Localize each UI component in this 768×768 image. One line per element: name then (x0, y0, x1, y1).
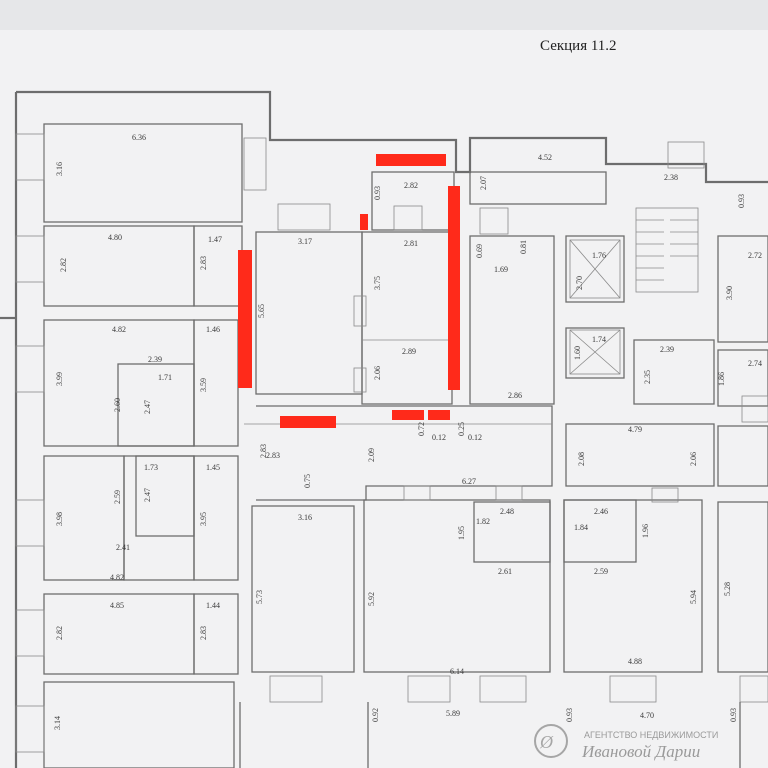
dimension-label: 2.06 (373, 366, 382, 380)
dimension-label: 5.92 (367, 592, 376, 606)
dimension-label: 0.93 (737, 194, 746, 208)
dimension-label: 0.69 (475, 244, 484, 258)
dimension-label: 2.74 (748, 359, 762, 368)
dimension-label: 5.65 (257, 304, 266, 318)
dimension-label: 3.16 (55, 162, 64, 176)
dimension-label: 4.88 (628, 657, 642, 666)
dimension-label: 1.96 (641, 524, 650, 538)
dimension-label: 1.69 (494, 265, 508, 274)
dimension-label: 2.82 (59, 258, 68, 272)
dimension-label: 4.52 (538, 153, 552, 162)
dimension-label: 3.90 (725, 286, 734, 300)
dimension-label: 2.38 (664, 173, 678, 182)
dimension-label: 2.72 (748, 251, 762, 260)
dimension-label: 1.73 (144, 463, 158, 472)
dimension-label: 0.12 (468, 433, 482, 442)
dimension-label: 2.60 (113, 398, 122, 412)
dimension-label: 4.80 (108, 233, 122, 242)
dimension-label: 3.98 (55, 512, 64, 526)
dimension-label: 4.70 (640, 711, 654, 720)
dimension-label: 2.06 (689, 452, 698, 466)
dimension-label: 2.83 (266, 451, 280, 460)
dimension-label: 2.47 (143, 400, 152, 414)
dimension-label: 2.86 (508, 391, 522, 400)
dimension-label: 0.93 (729, 708, 738, 722)
dimension-label: 2.83 (259, 444, 268, 458)
dimension-label: 2.83 (199, 256, 208, 270)
dimension-label: 5.89 (446, 709, 460, 718)
dimension-label: 3.75 (373, 276, 382, 290)
agency-name-line2: Ивановой Дарии (581, 742, 700, 761)
dimension-label: 2.41 (116, 543, 130, 552)
dimension-label: 2.89 (402, 347, 416, 356)
dimension-label: 1.45 (206, 463, 220, 472)
dimension-label: 2.08 (577, 452, 586, 466)
dimension-label: 4.85 (110, 601, 124, 610)
dimension-label: 2.46 (594, 507, 608, 516)
dimension-label: 1.60 (573, 346, 582, 360)
dimension-label: 0.93 (565, 708, 574, 722)
agency-watermark: Ø АГЕНТСТВО НЕДВИЖИМОСТИ Ивановой Дарии (534, 724, 718, 761)
dimension-label: 2.48 (500, 507, 514, 516)
dimension-label: 4.82 (110, 573, 124, 582)
dimension-label: 0.81 (519, 240, 528, 254)
dimension-label: 4.79 (628, 425, 642, 434)
dimension-label: 2.39 (148, 355, 162, 364)
paper-sheet (0, 30, 768, 768)
dimension-label: 2.39 (660, 345, 674, 354)
dimension-label: 1.76 (592, 251, 606, 260)
dimension-label: 0.92 (371, 708, 380, 722)
dimension-label: 5.73 (255, 590, 264, 604)
dimension-label: 6.36 (132, 133, 146, 142)
dimension-label: 1.86 (717, 372, 726, 386)
agency-logo-icon: Ø (539, 732, 554, 752)
agency-name-line1: АГЕНТСТВО НЕДВИЖИМОСТИ (584, 730, 718, 740)
dimension-label: 2.09 (367, 448, 376, 462)
dimension-label: 1.74 (592, 335, 606, 344)
dimension-label: 2.07 (479, 176, 488, 190)
dimension-label: 0.75 (303, 474, 312, 488)
dimension-label: 3.59 (199, 378, 208, 392)
dimension-label: 1.46 (206, 325, 220, 334)
dimension-label: 0.12 (432, 433, 446, 442)
dimension-label: 2.82 (404, 181, 418, 190)
dimension-label: 6.14 (450, 667, 464, 676)
dimension-label: 2.83 (199, 626, 208, 640)
dimension-labels: 6.36 3.16 4.80 1.47 2.82 2.83 4.82 1.46 … (53, 133, 762, 730)
dimension-label: 3.16 (298, 513, 312, 522)
dimension-label: 2.59 (594, 567, 608, 576)
agency-logo-icon (534, 724, 568, 758)
section-title: Секция 11.2 (540, 38, 617, 54)
dimension-label: 1.44 (206, 601, 220, 610)
dimension-label: 2.35 (643, 370, 652, 384)
dimension-label: 5.94 (689, 590, 698, 604)
dimension-label: 6.27 (462, 477, 476, 486)
dimension-label: 3.95 (199, 512, 208, 526)
dimension-label: 1.82 (476, 517, 490, 526)
dimension-label: 0.93 (373, 186, 382, 200)
dimension-label: 5.28 (723, 582, 732, 596)
dimension-label: 2.70 (575, 276, 584, 290)
dimension-label: 2.47 (143, 488, 152, 502)
dimension-label: 1.95 (457, 526, 466, 540)
dimension-label: 1.71 (158, 373, 172, 382)
dimension-label: 2.81 (404, 239, 418, 248)
dimension-label: 2.59 (113, 490, 122, 504)
highlight-marks (238, 154, 460, 428)
dimension-label: 0.25 (457, 422, 466, 436)
dimension-label: 0.72 (417, 422, 426, 436)
dimension-label: 3.17 (298, 237, 312, 246)
dimension-label: 1.84 (574, 523, 588, 532)
dimension-label: 2.61 (498, 567, 512, 576)
dimension-label: 1.47 (208, 235, 222, 244)
dimension-label: 3.99 (55, 372, 64, 386)
dimension-label: 2.82 (55, 626, 64, 640)
dimension-label: 4.82 (112, 325, 126, 334)
dimension-label: 3.14 (53, 716, 62, 730)
